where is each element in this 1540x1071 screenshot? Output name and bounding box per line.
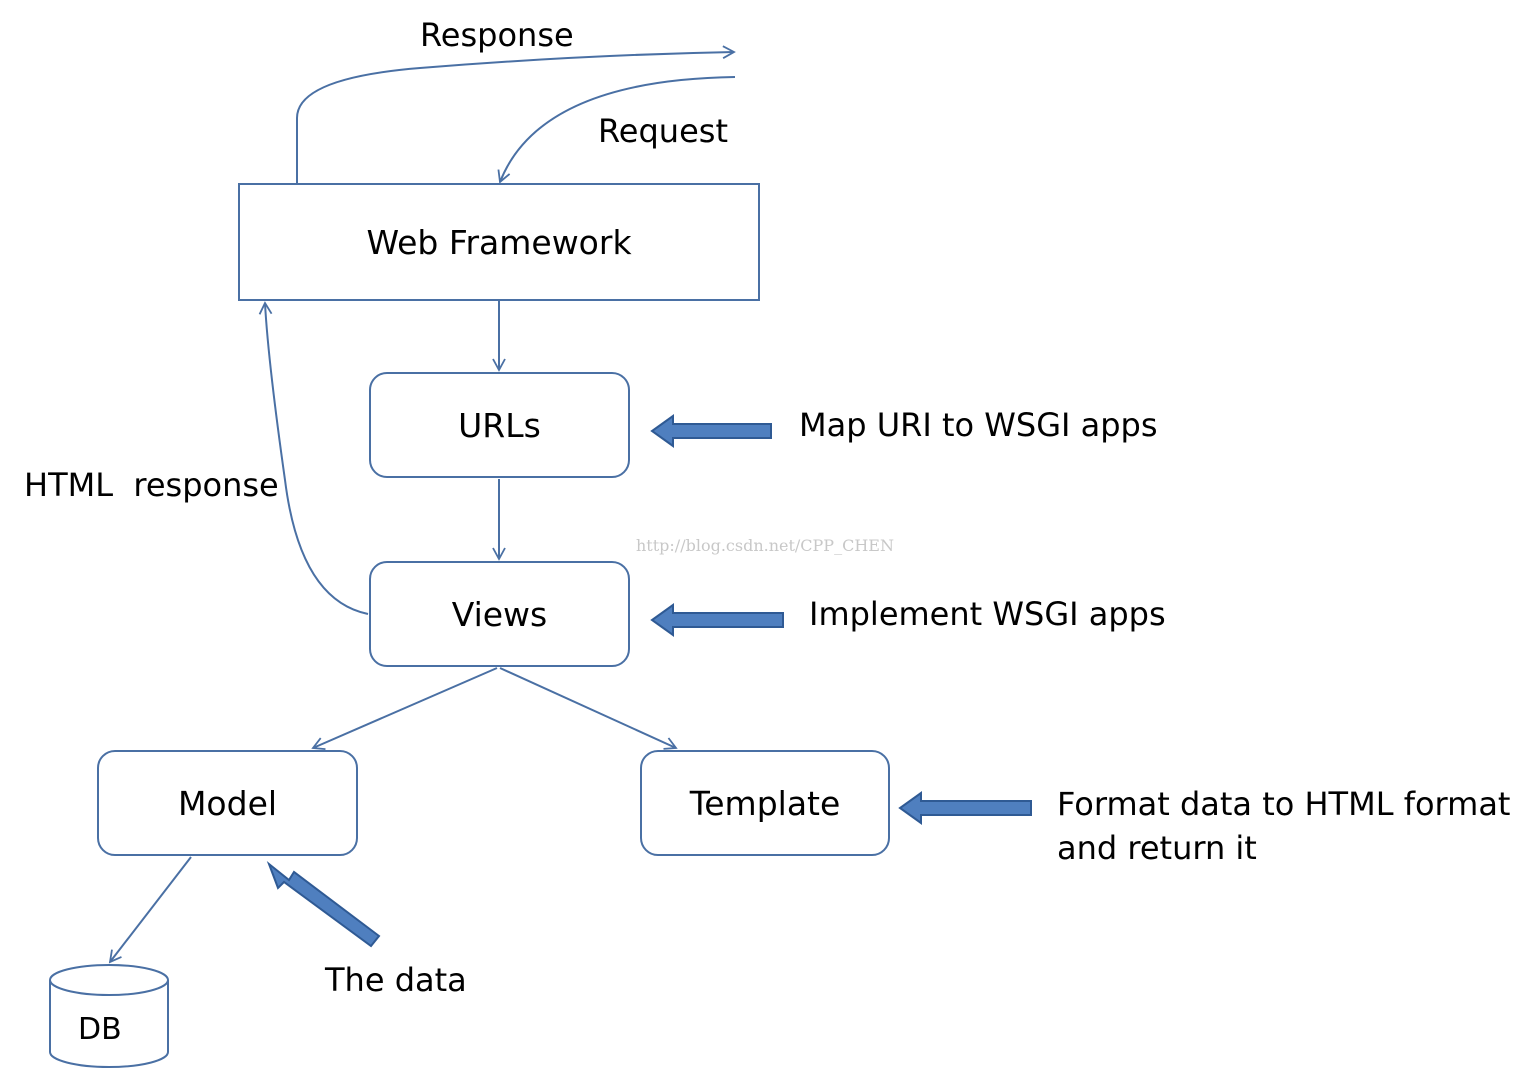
request-arrow [497, 76, 736, 184]
implement-wsgi-label: Implement WSGI apps [809, 595, 1166, 633]
views-to-model-arrow [311, 667, 498, 751]
watermark: http://blog.csdn.net/CPP_CHEN [636, 536, 894, 555]
model-label: Model [177, 783, 278, 823]
map-uri-label: Map URI to WSGI apps [799, 406, 1158, 444]
html-response-arrow [258, 301, 369, 615]
views-to-template-arrow [499, 667, 678, 750]
model-to-db-arrow [108, 856, 192, 964]
format-data-label-line1: Format data to HTML format [1057, 785, 1511, 823]
views-node: Views [369, 561, 630, 667]
implement-wsgi-block-arrow [650, 603, 784, 637]
request-label: Request [598, 112, 728, 150]
template-node: Template [640, 750, 890, 856]
html-response-label: HTML response [24, 466, 279, 504]
the-data-block-arrow [266, 860, 381, 948]
views-label: Views [451, 594, 548, 634]
urls-label: URLs [458, 405, 541, 445]
template-label: Template [689, 783, 841, 823]
format-data-label-line2: and return it [1057, 829, 1257, 867]
urls-node: URLs [369, 372, 630, 478]
db-label: DB [78, 1012, 122, 1047]
web-framework-node: Web Framework [238, 183, 760, 301]
response-label: Response [420, 16, 574, 54]
db-cylinder-icon [49, 964, 169, 1068]
model-node: Model [97, 750, 358, 856]
web-framework-label: Web Framework [366, 222, 632, 262]
the-data-label: The data [325, 961, 467, 999]
format-data-block-arrow [898, 791, 1032, 825]
response-arrow [296, 45, 736, 184]
map-uri-block-arrow [650, 414, 772, 448]
